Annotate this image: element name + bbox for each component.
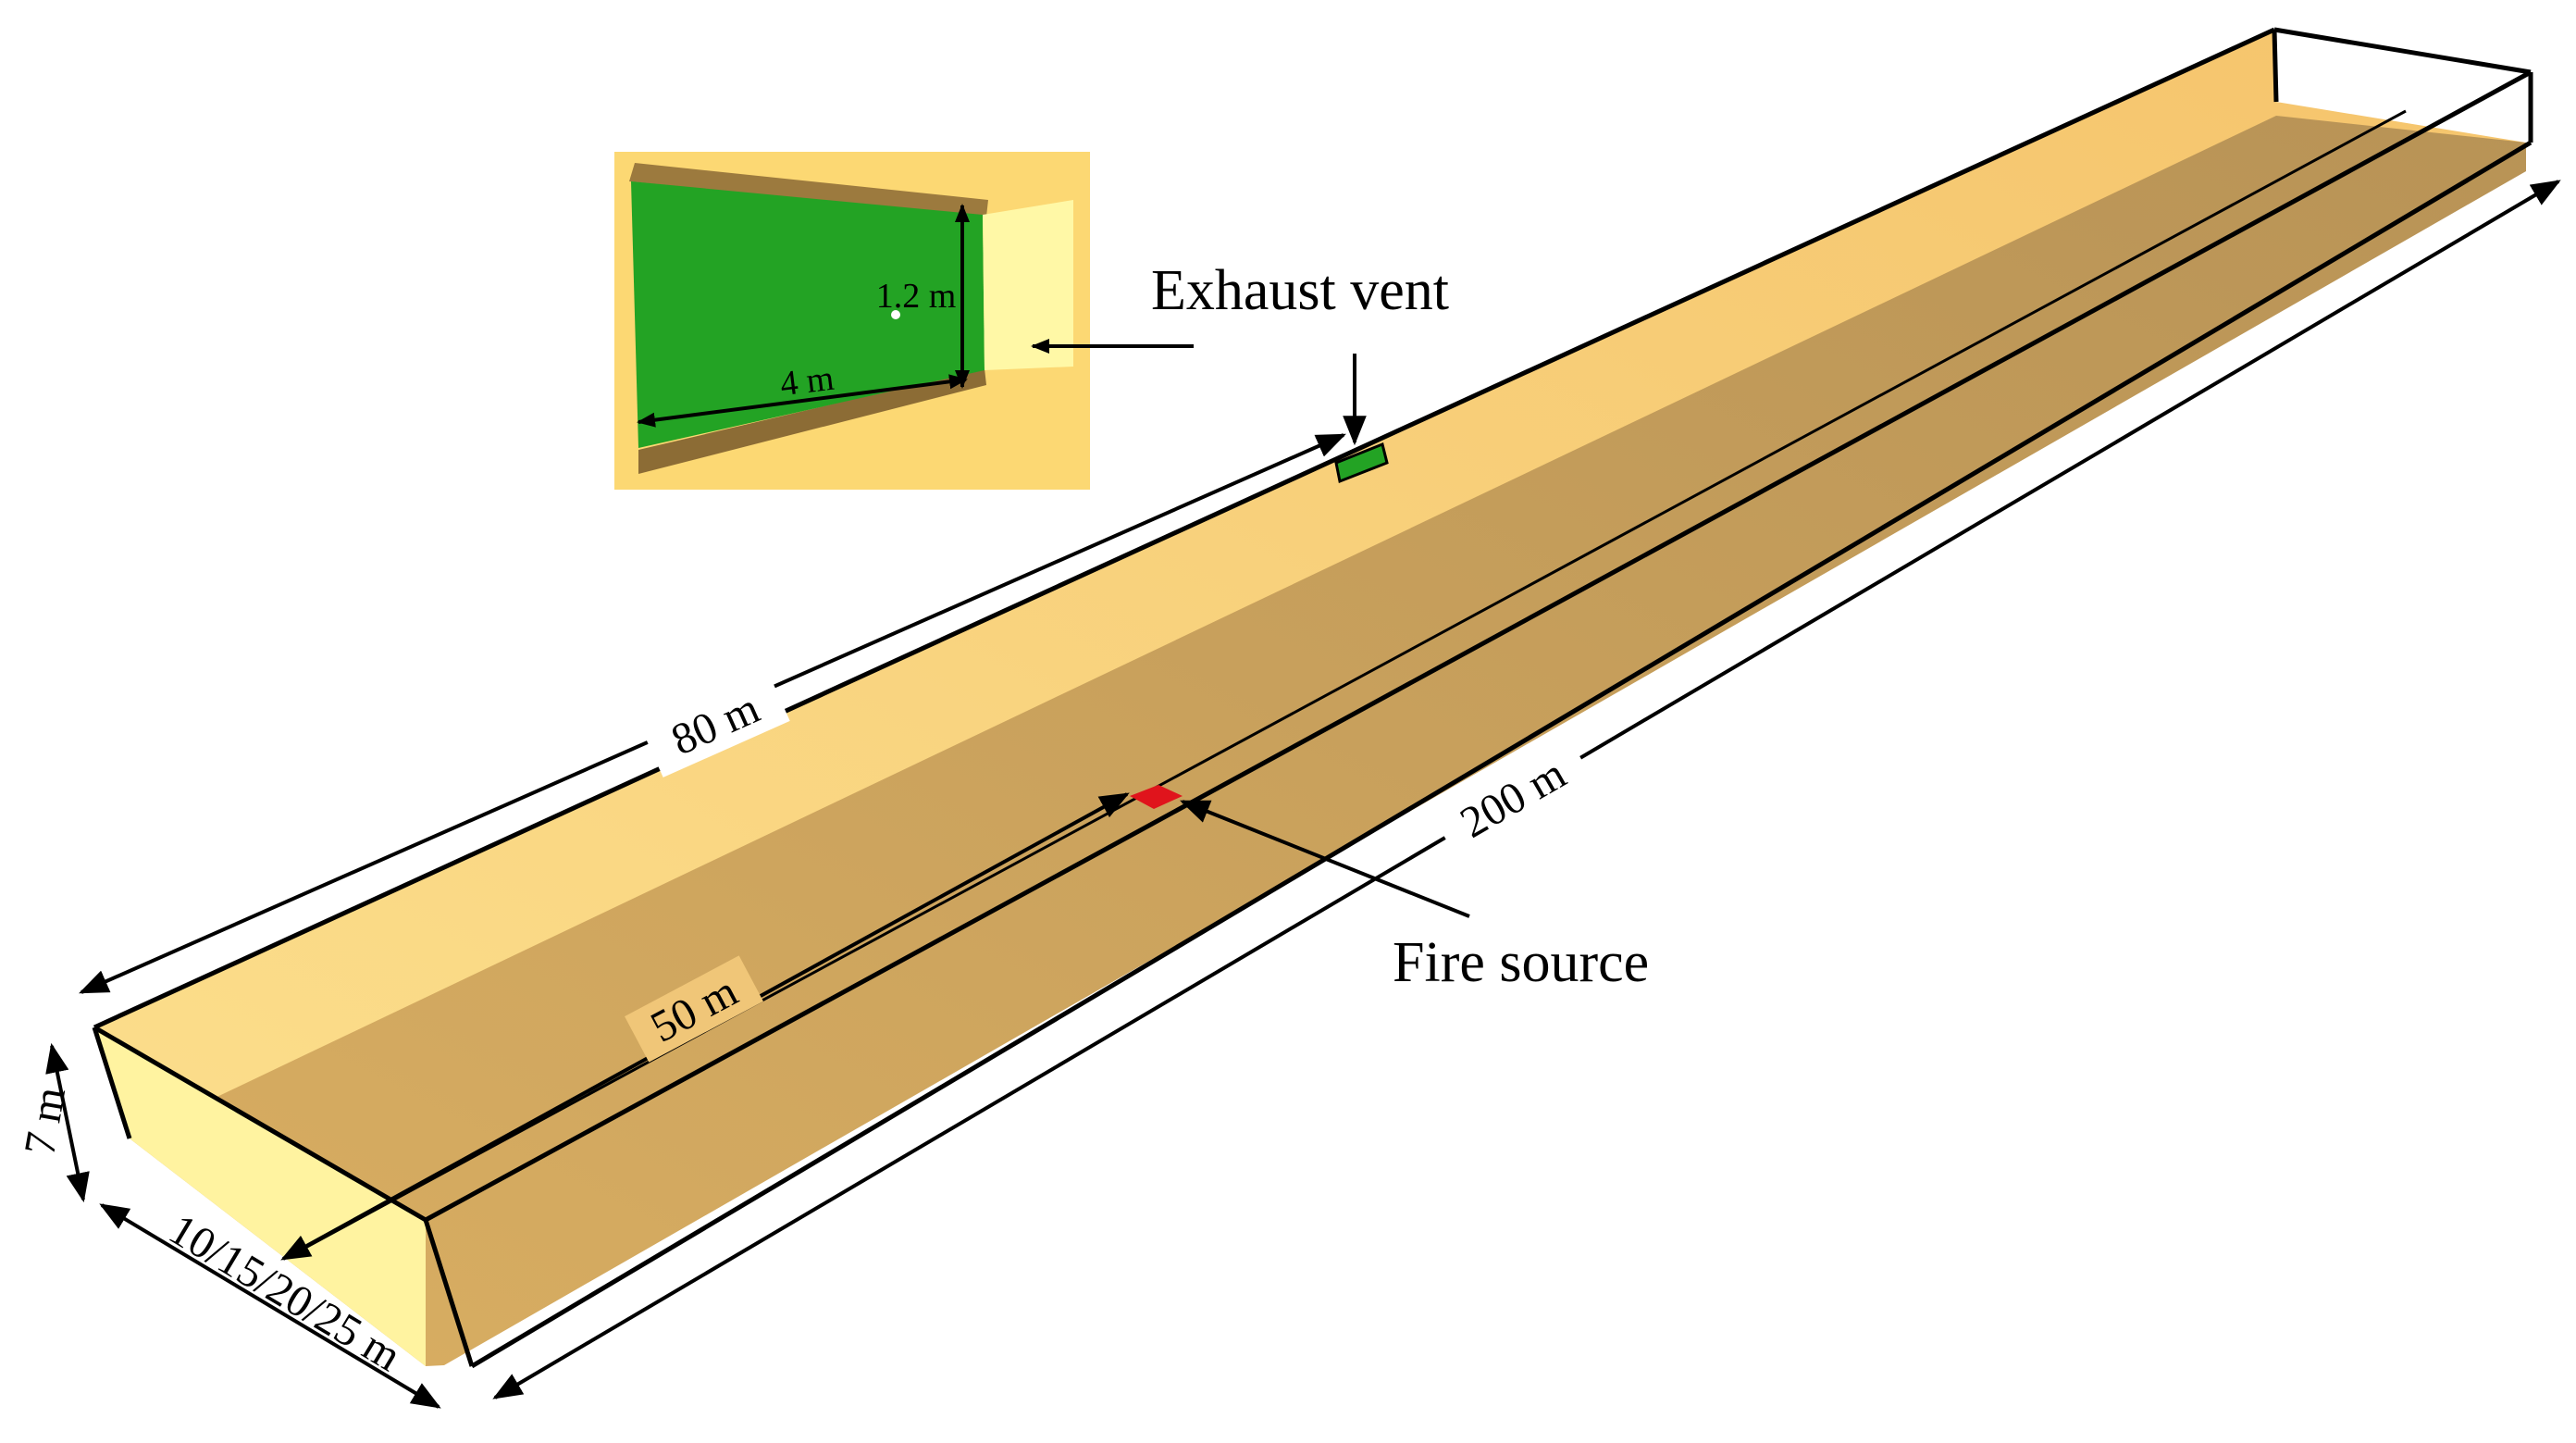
tunnel-far-end-wall [2274, 30, 2526, 143]
height-label: 7 m [15, 1084, 75, 1159]
width-arrow [99, 1203, 441, 1409]
vent-inset: 1.2 m 4 m [614, 152, 1194, 490]
inset-vent-marker [891, 310, 900, 319]
exhaust-vent-label: Exhaust vent [1151, 259, 1449, 322]
height-arrow [45, 1042, 90, 1203]
inset-vent-side [983, 200, 1073, 370]
inset-vent-recess-top [629, 163, 988, 217]
fire-source-pointer [1180, 800, 1470, 918]
vent-width-label: 4 m [778, 359, 836, 404]
tunnel-model [92, 27, 2533, 1369]
vent-width-arrow [637, 374, 968, 428]
vent-height-label: 1.2 m [876, 277, 957, 316]
fire-source-label: Fire source [1393, 931, 1649, 994]
